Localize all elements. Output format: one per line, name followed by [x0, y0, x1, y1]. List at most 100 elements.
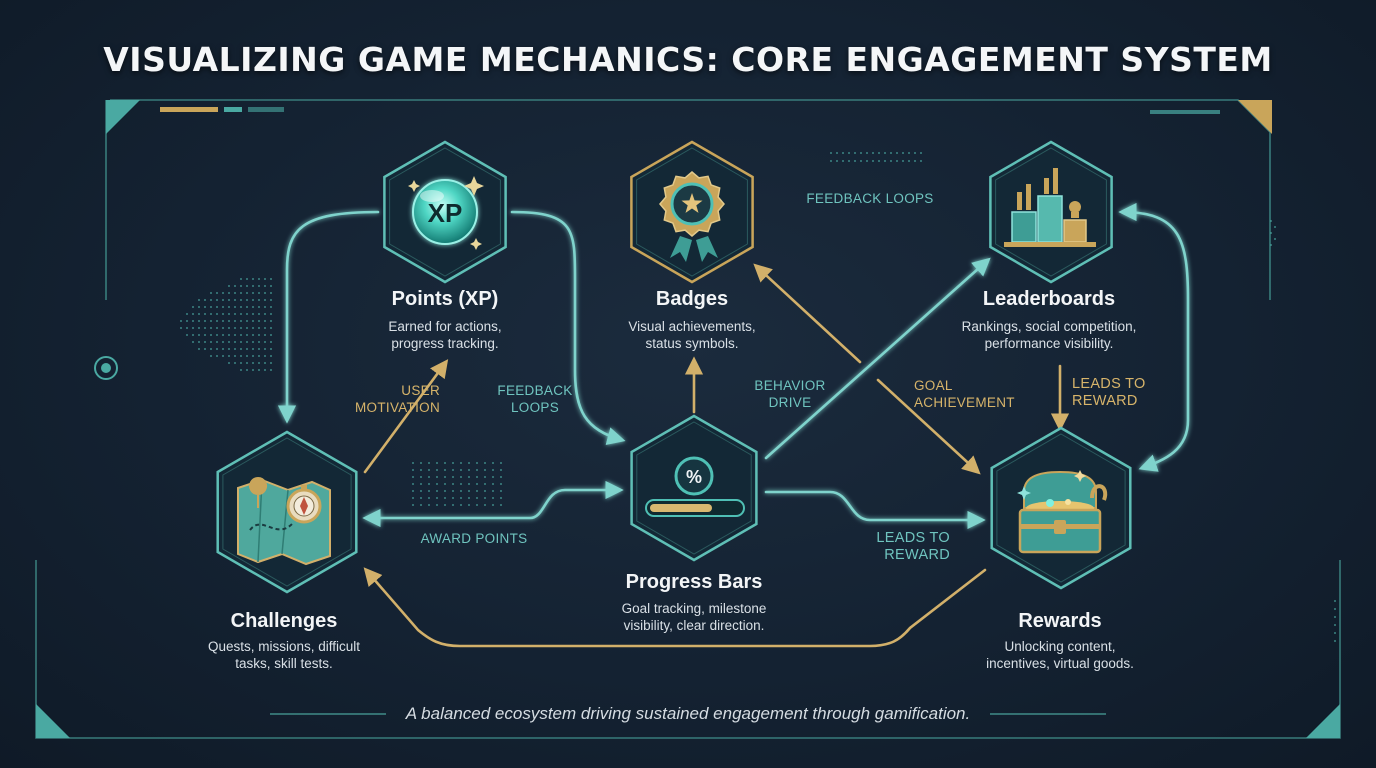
grid-dot	[240, 362, 242, 364]
grid-dot	[428, 483, 430, 485]
edge-challenges-progress	[362, 480, 624, 528]
treasure-chest-icon	[1017, 470, 1108, 554]
grid-dot	[252, 334, 254, 336]
edge-leaderboards-rewards-teal	[1118, 202, 1190, 472]
grid-dot	[246, 334, 248, 336]
edge-label-line: USER	[401, 383, 440, 398]
grid-dot	[460, 476, 462, 478]
grid-dot	[246, 278, 248, 280]
grid-dot	[240, 348, 242, 350]
grid-dot	[866, 152, 868, 154]
node-desc-line: Quests, missions, difficult	[207, 639, 361, 654]
grid-dot	[252, 292, 254, 294]
edge-label-feedback-loops-mid: FEEDBACK LOOPS	[490, 382, 580, 416]
grid-dot	[258, 348, 260, 350]
grid-dot	[192, 334, 194, 336]
grid-dot	[420, 462, 422, 464]
grid-dot	[500, 504, 502, 506]
grid-dot	[1274, 238, 1276, 240]
grid-dot	[222, 327, 224, 329]
grid-dot	[1270, 220, 1272, 222]
grid-dot	[914, 160, 916, 162]
grid-dot	[222, 348, 224, 350]
grid-dot	[476, 504, 478, 506]
grid-dot	[270, 320, 272, 322]
grid-dot	[210, 341, 212, 343]
grid-dot	[412, 490, 414, 492]
grid-dot	[270, 278, 272, 280]
grid-dot	[186, 320, 188, 322]
grid-dot	[264, 306, 266, 308]
percent-gauge-icon: %	[645, 456, 745, 517]
grid-dot	[854, 152, 856, 154]
edge-label-behavior-drive: BEHAVIOR DRIVE	[742, 377, 838, 411]
grid-dot	[444, 462, 446, 464]
grid-dot	[198, 306, 200, 308]
edge-challenges-points	[363, 359, 449, 474]
grid-dot	[264, 299, 266, 301]
node-hexagon-inner-badges	[636, 147, 748, 277]
grid-dot	[228, 362, 230, 364]
grid-dot	[902, 152, 904, 154]
grid-dot	[476, 483, 478, 485]
node-title-rewards: Rewards	[1018, 610, 1102, 632]
grid-dot	[210, 355, 212, 357]
grid-dot	[222, 334, 224, 336]
grid-dot	[252, 285, 254, 287]
grid-dot	[246, 348, 248, 350]
node-title-progress: Progress Bars	[625, 571, 763, 593]
grid-dot	[270, 341, 272, 343]
grid-dot	[270, 299, 272, 301]
grid-dot	[258, 278, 260, 280]
grid-dot	[420, 497, 422, 499]
grid-dot	[204, 313, 206, 315]
grid-dot	[252, 299, 254, 301]
grid-dot	[884, 152, 886, 154]
grid-dot	[1270, 244, 1272, 246]
node-desc-points: Earned for actions, progress tracking.	[315, 318, 575, 352]
grid-dot	[216, 341, 218, 343]
grid-dot	[460, 462, 462, 464]
grid-dot	[428, 462, 430, 464]
grid-dot	[234, 362, 236, 364]
node-desc-line: Earned for actions,	[388, 319, 502, 334]
grid-dot	[240, 306, 242, 308]
grid-dot	[842, 152, 844, 154]
node-desc-line: Goal tracking, milestone	[621, 601, 767, 616]
node-title-points: Points (XP)	[391, 288, 499, 310]
grid-dot	[210, 299, 212, 301]
edges	[277, 202, 1190, 648]
grid-dot	[252, 313, 254, 315]
grid-dot	[234, 292, 236, 294]
grid-dot	[240, 369, 242, 371]
grid-dot	[252, 348, 254, 350]
grid-dot	[914, 152, 916, 154]
grid-dot	[264, 341, 266, 343]
grid-dot	[228, 327, 230, 329]
footer-tagline: A balanced ecosystem driving sustained e…	[405, 704, 971, 723]
grid-dot	[860, 152, 862, 154]
edge-points-to-progress	[510, 210, 626, 445]
grid-dot	[198, 320, 200, 322]
grid-dot	[216, 299, 218, 301]
grid-dot	[270, 348, 272, 350]
grid-dot	[500, 490, 502, 492]
node-title-leaderboards: Leaderboards	[982, 288, 1116, 310]
grid-dot	[204, 348, 206, 350]
node-desc-line: Rankings, social competition,	[961, 319, 1137, 334]
grid-dot	[842, 160, 844, 162]
grid-dot	[428, 476, 430, 478]
grid-dot	[252, 327, 254, 329]
grid-dot	[476, 476, 478, 478]
grid-dot	[216, 306, 218, 308]
edge-label-line: GOAL	[914, 378, 953, 393]
grid-dot	[240, 320, 242, 322]
grid-dot	[246, 327, 248, 329]
grid-dot	[854, 160, 856, 162]
grid-dot	[258, 292, 260, 294]
grid-dot	[1270, 232, 1272, 234]
grid-dot	[452, 483, 454, 485]
grid-dot	[252, 306, 254, 308]
grid-dot	[228, 348, 230, 350]
grid-dot	[216, 313, 218, 315]
